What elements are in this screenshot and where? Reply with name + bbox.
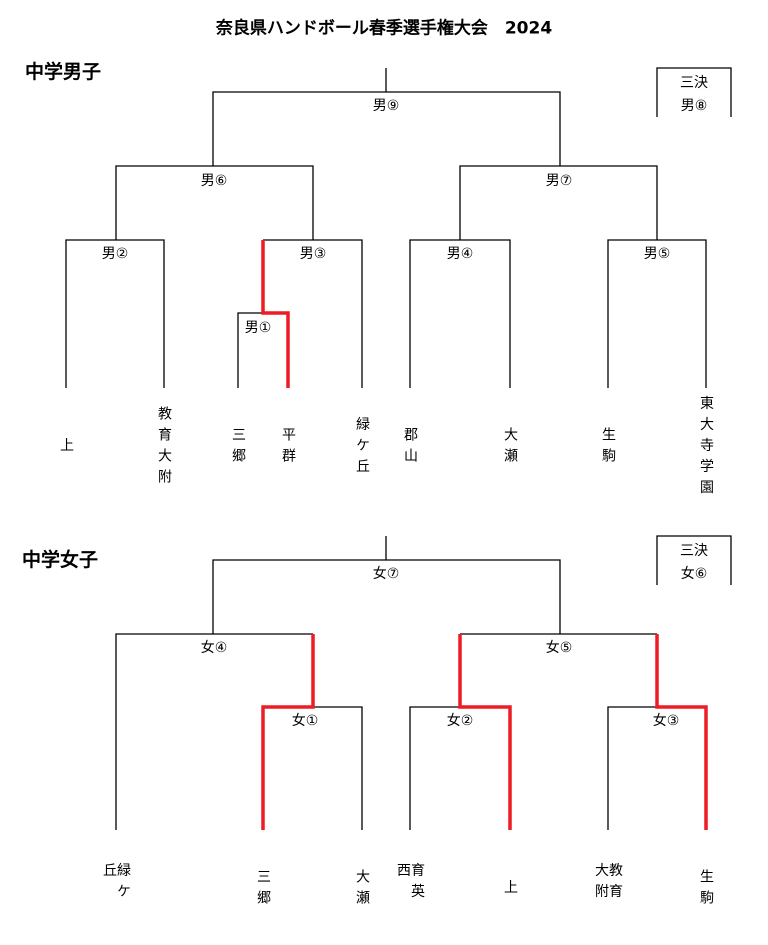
match-label: 男⑨ bbox=[372, 98, 400, 114]
team-name: 大瀬 bbox=[502, 427, 518, 469]
match-label: 男① bbox=[244, 320, 272, 336]
match-label: 男② bbox=[101, 246, 129, 262]
team-name: 郡山 bbox=[402, 427, 418, 469]
page-title: 奈良県ハンドボール春季選手権大会 2024 bbox=[215, 18, 553, 39]
team-name: 緑ケ丘 bbox=[101, 862, 131, 905]
team-name: 大瀬 bbox=[354, 869, 370, 911]
team-name: 育英西 bbox=[395, 862, 425, 905]
team-name: 三郷 bbox=[230, 427, 246, 469]
team-name: 上 bbox=[58, 437, 74, 459]
boys-third-place-label: 三決 bbox=[680, 75, 708, 91]
boys-section-heading: 中学男子 bbox=[25, 61, 102, 83]
team-name: 緑ケ丘 bbox=[354, 416, 370, 480]
girls-bracket-lines bbox=[115, 535, 732, 830]
team-name: 上 bbox=[502, 879, 518, 901]
girls-winner-paths bbox=[261, 634, 708, 830]
team-name: 教育大附 bbox=[593, 862, 623, 905]
team-name: 生駒 bbox=[600, 427, 616, 469]
team-name: 平群 bbox=[280, 427, 296, 469]
match-label: 男⑤ bbox=[643, 246, 671, 262]
girls-third-place-match: 女⑥ bbox=[680, 566, 708, 582]
girls-third-place-label: 三決 bbox=[680, 543, 708, 559]
girls-section-heading: 中学女子 bbox=[22, 549, 99, 571]
match-label: 男⑥ bbox=[200, 173, 228, 189]
match-label: 女⑦ bbox=[372, 566, 400, 582]
match-label: 女③ bbox=[652, 713, 680, 729]
team-name: 東大寺学園 bbox=[698, 395, 714, 501]
team-name: 三郷 bbox=[255, 869, 271, 911]
match-label: 男⑦ bbox=[545, 173, 573, 189]
match-label: 女⑤ bbox=[545, 640, 573, 656]
match-label: 女④ bbox=[200, 640, 228, 656]
team-name: 教育大附 bbox=[156, 406, 172, 490]
boys-bracket-lines bbox=[65, 67, 732, 388]
team-name: 生駒 bbox=[698, 869, 714, 911]
match-label: 女① bbox=[291, 713, 319, 729]
match-label: 男③ bbox=[299, 246, 327, 262]
boys-third-place-match: 男⑧ bbox=[680, 98, 708, 114]
match-label: 男④ bbox=[446, 246, 474, 262]
match-label: 女② bbox=[446, 713, 474, 729]
boys-winner-path bbox=[261, 240, 290, 388]
